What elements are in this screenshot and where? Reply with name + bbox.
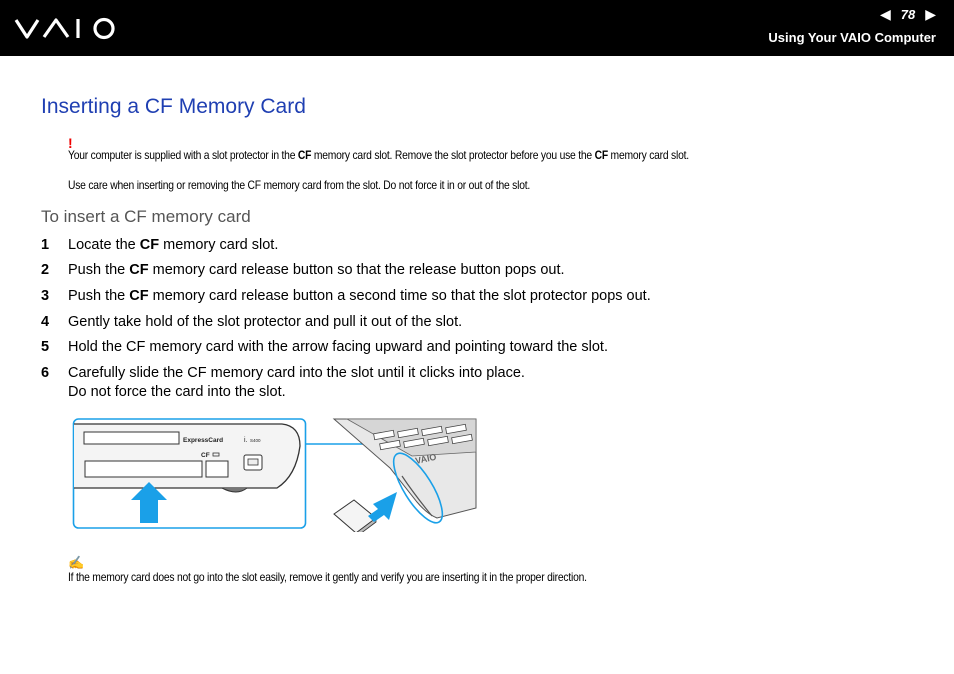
insert-arrow-icon — [131, 482, 167, 523]
subheading: To insert a CF memory card — [41, 207, 251, 226]
cf-label: CF — [201, 452, 210, 459]
card-insert-arrow-icon — [368, 492, 397, 522]
next-page-icon[interactable]: ▶ — [925, 6, 936, 22]
expresscard-label: ExpressCard — [183, 437, 223, 444]
ilink-label: S400 — [250, 438, 261, 443]
page-title: Inserting a CF Memory Card — [41, 95, 306, 118]
page-number: 78 — [900, 7, 916, 22]
laptop-logo: VAIO — [414, 452, 437, 466]
warning-line-1: Your computer is supplied with a slot pr… — [68, 148, 689, 162]
svg-text:i.: i. — [244, 437, 248, 444]
page-nav: ◀ 78 ▶ — [880, 6, 936, 23]
memo-icon: ✍ — [68, 555, 85, 570]
cf-slot-illustration: ExpressCard i. S400 CF VAIO — [72, 418, 477, 532]
vaio-logo — [14, 17, 115, 40]
memo-text: If the memory card does not go into the … — [68, 570, 587, 584]
warning-line-2: Use care when inserting or removing the … — [68, 178, 531, 192]
prev-page-icon[interactable]: ◀ — [879, 6, 891, 22]
warning-icon: ! — [68, 135, 73, 151]
header-bar: ◀ 78 ▶ Using Your VAIO Computer — [0, 0, 954, 56]
section-title: Using Your VAIO Computer — [768, 30, 936, 45]
